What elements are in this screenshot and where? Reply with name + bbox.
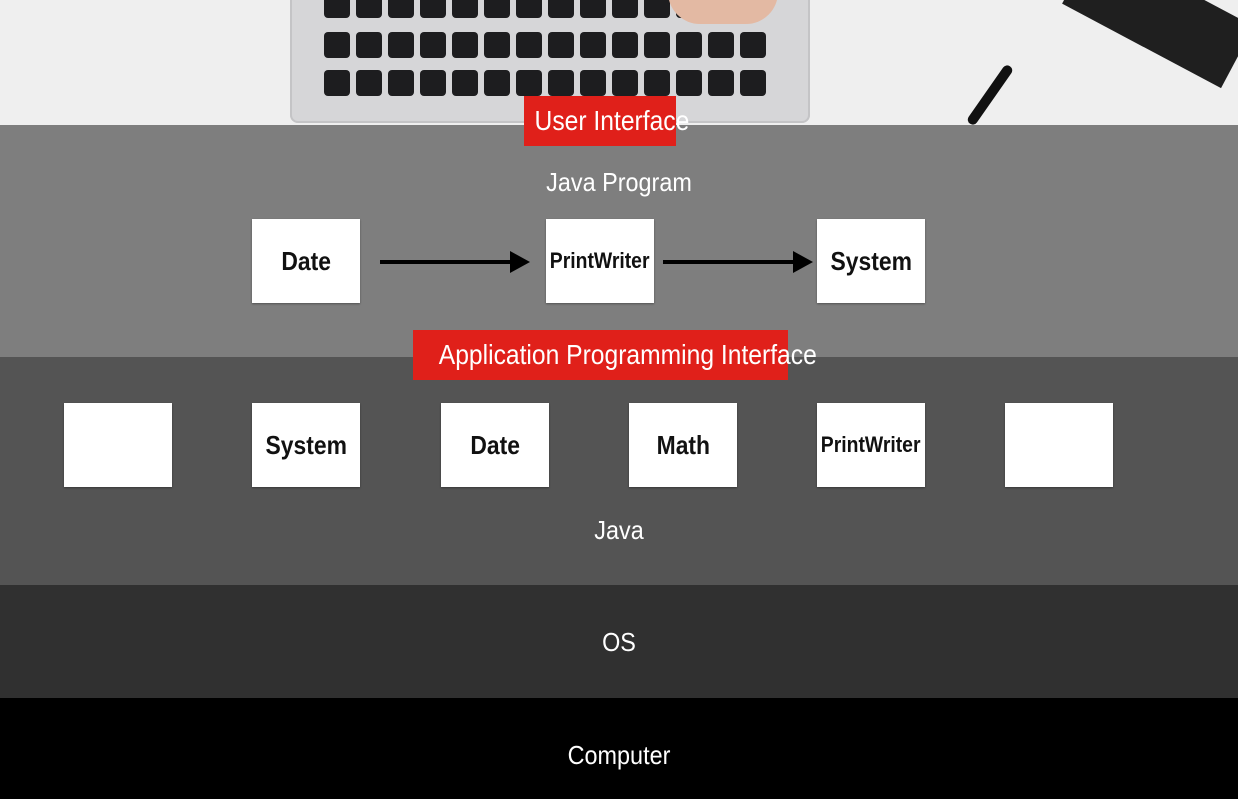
computer-layer: Computer — [0, 698, 1238, 799]
keyboard-key — [740, 70, 766, 96]
program-box-system: System — [817, 219, 925, 303]
keyboard-key — [388, 70, 414, 96]
api-box-date: Date — [441, 403, 549, 487]
keyboard-key — [644, 0, 670, 18]
keyboard-key — [548, 70, 574, 96]
java-program-layer: Java Program Date PrintWriter System — [0, 125, 1238, 357]
java-layer: System Date Math PrintWriter Java — [0, 357, 1238, 585]
keyboard-key — [516, 32, 542, 58]
keyboard-key — [580, 70, 606, 96]
keyboard-keys — [320, 0, 780, 118]
user-interface-label: User Interface — [524, 96, 689, 146]
keyboard-key — [452, 0, 478, 18]
keyboard-key — [516, 0, 542, 18]
keyboard-key — [644, 32, 670, 58]
api-box-system: System — [252, 403, 360, 487]
os-layer: OS — [0, 585, 1238, 698]
keyboard-key — [708, 70, 734, 96]
keyboard-key — [356, 32, 382, 58]
api-box-printwriter: PrintWriter — [817, 403, 925, 487]
keyboard-key — [452, 70, 478, 96]
cable-image — [1062, 0, 1238, 89]
keyboard-key — [676, 70, 702, 96]
keyboard-key — [420, 70, 446, 96]
keyboard-key — [452, 32, 478, 58]
api-label: Application Programming Interface — [413, 330, 817, 380]
program-box-date: Date — [252, 219, 360, 303]
os-title: OS — [602, 627, 636, 657]
keyboard-key — [388, 0, 414, 18]
program-box-printwriter: PrintWriter — [546, 219, 654, 303]
api-box-empty-right — [1005, 403, 1113, 487]
hand-image — [668, 0, 778, 24]
keyboard-key — [484, 0, 510, 18]
keyboard-key — [548, 0, 574, 18]
java-title: Java — [594, 515, 644, 545]
keyboard-key — [516, 70, 542, 96]
keyboard-key — [484, 32, 510, 58]
keyboard-key — [484, 70, 510, 96]
keyboard-key — [548, 32, 574, 58]
keyboard-key — [708, 32, 734, 58]
keyboard-key — [612, 70, 638, 96]
keyboard-key — [420, 0, 446, 18]
keyboard-key — [324, 0, 350, 18]
keyboard-key — [324, 70, 350, 96]
keyboard-key — [580, 0, 606, 18]
keyboard-key — [388, 32, 414, 58]
api-box-empty-left — [64, 403, 172, 487]
keyboard-key — [612, 32, 638, 58]
user-interface-text: User Interface — [534, 105, 690, 136]
api-text: Application Programming Interface — [438, 339, 817, 370]
keyboard-key — [644, 70, 670, 96]
api-box-math: Math — [629, 403, 737, 487]
computer-title: Computer — [567, 740, 671, 770]
keyboard-key — [356, 70, 382, 96]
keyboard-key — [676, 32, 702, 58]
java-program-title: Java Program — [546, 167, 692, 197]
keyboard-key — [740, 32, 766, 58]
keyboard-key — [612, 0, 638, 18]
keyboard-key — [420, 32, 446, 58]
keyboard-key — [580, 32, 606, 58]
keyboard-key — [356, 0, 382, 18]
keyboard-key — [324, 32, 350, 58]
pen-image — [965, 63, 1015, 125]
